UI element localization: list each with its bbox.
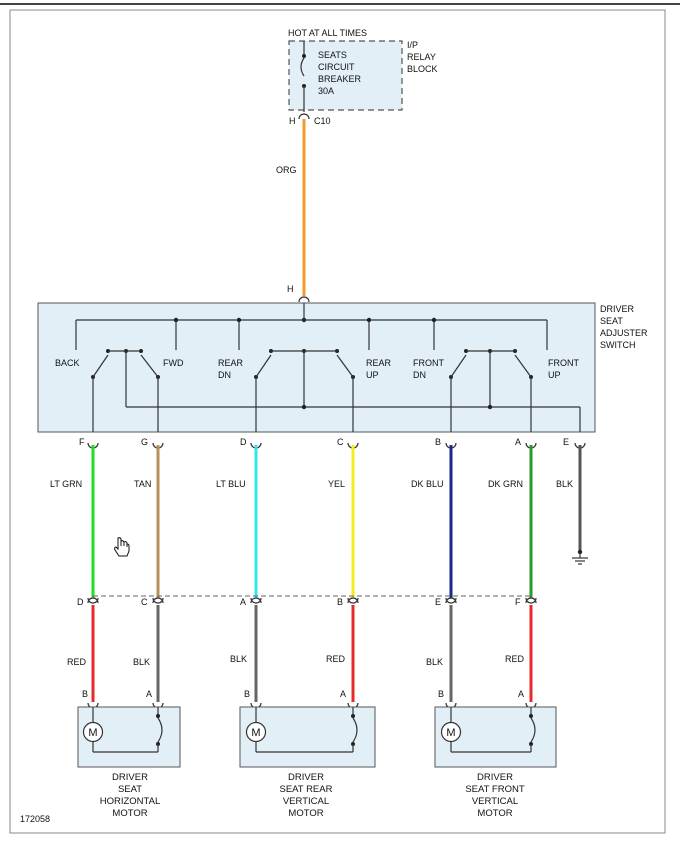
switch-pin-c: C xyxy=(337,437,344,447)
motor-pin-6: A xyxy=(518,689,524,699)
breaker-line-1: SEATS xyxy=(318,50,347,60)
hand-cursor-icon xyxy=(114,537,130,557)
figure-number: 172058 xyxy=(20,814,50,824)
relay-block-line-1: I/P xyxy=(407,40,418,50)
motor-3-line-2: SEAT FRONT xyxy=(465,784,524,795)
connector-pin-a: A xyxy=(240,597,246,607)
relay-block-line-3: BLOCK xyxy=(407,64,438,74)
switch-pin-a: A xyxy=(515,437,521,447)
motor-2-line-2: SEAT REAR xyxy=(280,784,333,795)
motor-wire-label-2: BLK xyxy=(133,657,150,667)
connector-pin-f: F xyxy=(515,597,521,607)
switch-pin-e: E xyxy=(563,437,569,447)
motor-pin-3: B xyxy=(244,689,250,699)
motor-symbol-2: M xyxy=(251,727,260,739)
switch-name-line-4: SWITCH xyxy=(600,340,636,350)
wire-label-dk-grn: DK GRN xyxy=(488,479,523,489)
motor-wires xyxy=(91,605,533,702)
position-rear-dn-label-1: REAR xyxy=(218,358,244,368)
motor-connector-pins: B A B A B A xyxy=(82,689,537,709)
motor-horizontal: M xyxy=(77,706,181,768)
source-label: HOT AT ALL TIMES xyxy=(288,28,367,38)
motor-pin-1: B xyxy=(82,689,88,699)
wire-label-blk: BLK xyxy=(556,479,573,489)
motor-wire-label-3: BLK xyxy=(230,654,247,664)
relay-block-line-2: RELAY xyxy=(407,52,436,62)
motor-2-line-3: VERTICAL xyxy=(283,796,329,807)
position-front-dn-label-2: DN xyxy=(413,370,426,380)
switch-name-line-3: ADJUSTER xyxy=(600,328,648,338)
position-front-up-label-1: FRONT xyxy=(548,358,579,368)
motor-pin-4: A xyxy=(340,689,346,699)
position-rear-dn-label-2: DN xyxy=(218,370,231,380)
ground-icon xyxy=(572,549,588,565)
position-front-up-label-2: UP xyxy=(548,370,561,380)
connector-pin-b: B xyxy=(337,597,343,607)
wire-label-tan: TAN xyxy=(134,479,151,489)
position-rear-up-label-1: REAR xyxy=(366,358,392,368)
switch-name-line-1: DRIVER xyxy=(600,304,635,314)
motor-pin-5: B xyxy=(438,689,444,699)
motor-front-vertical: M xyxy=(434,706,557,768)
position-back-label: BACK xyxy=(55,358,80,368)
motor-1-line-2: SEAT xyxy=(118,784,142,795)
connector-pin-d: D xyxy=(77,597,84,607)
page-frame xyxy=(9,9,666,834)
wire-label-lt-grn: LT GRN xyxy=(50,479,82,489)
switch-pin-f: F xyxy=(79,437,85,447)
wire-label-dk-blu: DK BLU xyxy=(411,479,444,489)
motor-symbol-3: M xyxy=(446,727,455,739)
position-rear-up-label-2: UP xyxy=(366,370,379,380)
switch-name-line-2: SEAT xyxy=(600,316,623,326)
switch-pin-g: G xyxy=(141,437,148,447)
position-front-dn-label-1: FRONT xyxy=(413,358,444,368)
relay-connector: H C10 xyxy=(289,113,331,126)
relay-connector-label: C10 xyxy=(314,116,331,126)
motor-3-line-4: MOTOR xyxy=(477,808,512,819)
wire-label-yel: YEL xyxy=(328,479,345,489)
relay-pin-label: H xyxy=(289,116,296,126)
inline-connector-pins: D C A B E F xyxy=(77,597,537,607)
switch-input-pin: H xyxy=(287,284,294,294)
motor-rear-vertical: M xyxy=(239,706,376,768)
connector-pin-c: C xyxy=(141,597,148,607)
motor-2-line-1: DRIVER xyxy=(288,772,324,783)
feed-wire-label: ORG xyxy=(276,165,297,175)
motor-3-line-3: VERTICAL xyxy=(472,796,518,807)
motor-1-line-4: MOTOR xyxy=(112,808,147,819)
switch-input-connector: H xyxy=(287,284,310,303)
position-fwd-label: FWD xyxy=(163,358,184,368)
motor-symbol-1: M xyxy=(88,727,97,739)
breaker-line-3: BREAKER xyxy=(318,74,362,84)
switch-pin-d: D xyxy=(240,437,247,447)
motor-wire-label-1: RED xyxy=(67,657,87,667)
switch-output-pins: F G D C B A E xyxy=(79,437,586,449)
motor-wire-label-5: BLK xyxy=(426,657,443,667)
connector-pin-e: E xyxy=(435,597,441,607)
motor-2-line-4: MOTOR xyxy=(288,808,323,819)
motor-wire-label-4: RED xyxy=(326,654,346,664)
breaker-line-4: 30A xyxy=(318,86,334,96)
motor-pin-2: A xyxy=(146,689,152,699)
harness-wires xyxy=(91,445,582,598)
relay-block: SEATS CIRCUIT BREAKER 30A I/P RELAY BLOC… xyxy=(288,40,438,112)
wire-label-lt-blu: LT BLU xyxy=(216,479,246,489)
motor-1-line-1: DRIVER xyxy=(112,772,148,783)
motor-3-line-1: DRIVER xyxy=(477,772,513,783)
motor-1-line-3: HORIZONTAL xyxy=(100,796,161,807)
breaker-line-2: CIRCUIT xyxy=(318,62,355,72)
switch-internal-wiring xyxy=(75,303,581,432)
switch-box xyxy=(37,302,596,433)
switch-pin-b: B xyxy=(435,437,441,447)
motor-wire-label-6: RED xyxy=(505,654,525,664)
